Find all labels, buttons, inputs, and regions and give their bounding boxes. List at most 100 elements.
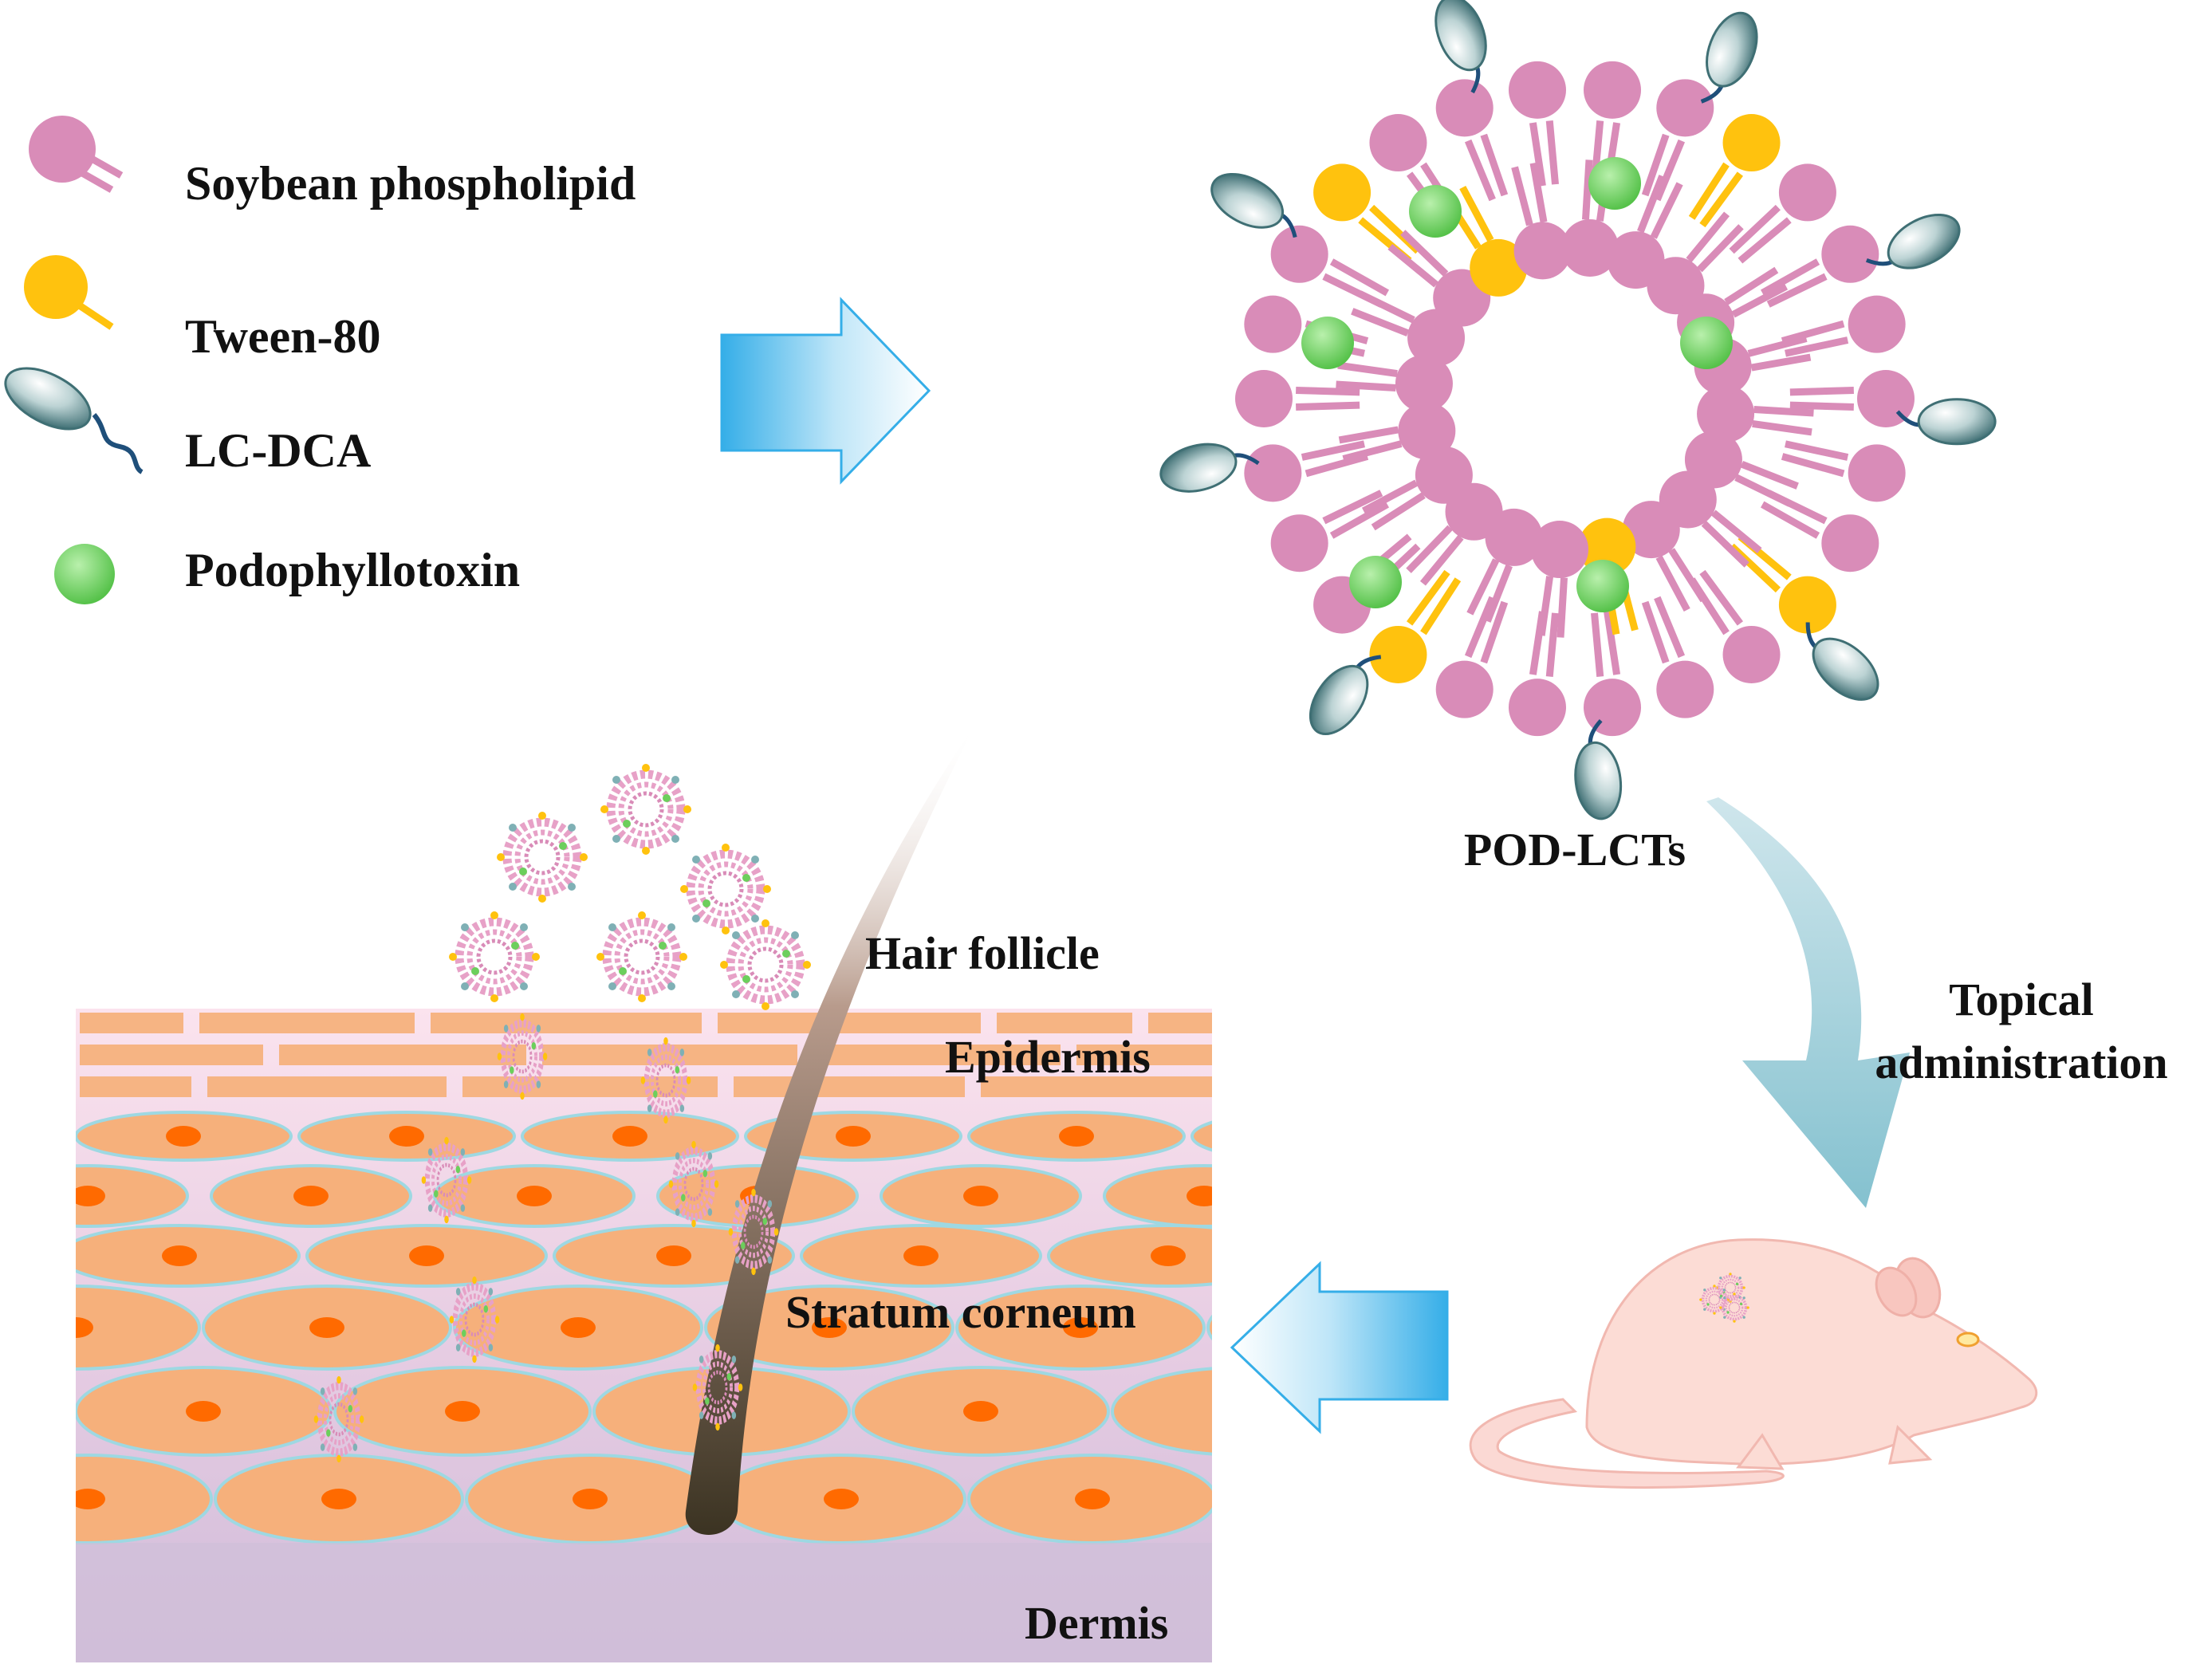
route-label-line1: Topical <box>1949 974 2094 1025</box>
phospholipid-head <box>1508 61 1566 119</box>
cell-nucleus <box>1222 1401 1257 1422</box>
lipid-tail <box>1400 230 1449 277</box>
lipid-tail <box>1329 258 1390 297</box>
lipid-tail <box>1329 501 1390 539</box>
tween-head <box>1313 163 1372 222</box>
phospholipid-head <box>1244 444 1302 502</box>
lipid-tail <box>1750 353 1812 372</box>
skin-cell <box>1206 1314 1212 1341</box>
lipid-tail <box>1752 419 1812 436</box>
stratum-corneum-layer <box>76 1111 1361 1544</box>
podophyllotoxin-molecule <box>1576 560 1629 612</box>
lipid-tail <box>1358 290 1415 324</box>
lipid-tail <box>1699 569 1743 626</box>
cell-nucleus <box>409 1245 444 1266</box>
epidermis-brick <box>981 1076 1212 1097</box>
mini-nanoparticle <box>720 919 811 1010</box>
epidermis-brick <box>997 1013 1132 1033</box>
skin-cell <box>1111 1367 1212 1456</box>
phospholipid-head <box>1270 225 1328 283</box>
cell-nucleus <box>517 1186 552 1206</box>
cell-nucleus <box>1326 1489 1361 1509</box>
lipid-tail <box>1406 525 1453 573</box>
cell-nucleus <box>1063 1317 1098 1338</box>
cell-nucleus <box>561 1317 596 1338</box>
lipid-tail <box>1407 569 1450 626</box>
cell-nucleus <box>612 1126 647 1147</box>
epidermis-brick <box>80 1076 191 1097</box>
phospholipid-head <box>1531 521 1589 579</box>
lipid-tail <box>1537 576 1554 636</box>
phospholipid-head <box>1584 679 1642 737</box>
phospholipid-head <box>1244 295 1302 353</box>
lipid-tail <box>1668 548 1707 603</box>
epidermis-brick <box>813 1045 1061 1065</box>
lc-dca-head <box>1309 664 1369 736</box>
legend-label-tween: Tween-80 <box>185 310 381 363</box>
cell-nucleus <box>162 1245 197 1266</box>
lc-dca-head <box>1159 443 1238 493</box>
lipid-tail <box>1697 224 1744 273</box>
cell-nucleus <box>166 1126 201 1147</box>
lipid-tail <box>1464 139 1496 202</box>
phospholipid-head <box>1697 384 1755 443</box>
skin-cell <box>76 1454 213 1544</box>
cell-nucleus <box>389 1126 424 1147</box>
podophyllotoxin-molecule <box>1301 317 1354 369</box>
phospholipid-head <box>1622 501 1680 559</box>
lipid-tail <box>1740 461 1799 490</box>
route-label-line2: administration <box>1875 1037 2167 1088</box>
epidermis-brick <box>207 1076 447 1097</box>
lipid-tail <box>1688 162 1730 220</box>
lipid-tail <box>1296 387 1360 396</box>
lc-dca-head <box>1917 398 1997 446</box>
lipid-tail <box>1654 139 1686 202</box>
hair-follicle-shape <box>685 722 977 1535</box>
phospholipid-head <box>1848 295 1906 353</box>
lipid-tail <box>1734 474 1792 507</box>
lc-dca-head <box>1887 213 1961 270</box>
phospholipid-head <box>1722 625 1781 683</box>
tween-head <box>1369 625 1427 683</box>
lipid-tail <box>1731 283 1789 318</box>
dermis-layer <box>76 1543 1212 1662</box>
phospholipid-head <box>1369 114 1427 172</box>
cell-nucleus <box>903 1245 939 1266</box>
phospholipid-head <box>1395 355 1453 413</box>
phospholipid-head <box>1235 370 1293 427</box>
epidermis-brick <box>1076 1045 1212 1065</box>
lipid-tail <box>1699 171 1743 228</box>
cell-nucleus <box>293 1186 329 1206</box>
legend-label-phospholipid: Soybean phospholipid <box>185 157 636 210</box>
phospholipid-icon <box>29 116 124 193</box>
lipid-tail <box>1464 596 1496 659</box>
lipid-tail <box>1747 335 1808 357</box>
epidermis-brick <box>199 1013 415 1033</box>
skin-cell <box>76 1164 189 1228</box>
epidermis-brick <box>734 1076 965 1097</box>
cell-nucleus <box>824 1489 859 1509</box>
epidermis-brick <box>431 1013 702 1033</box>
lipid-tail <box>1785 336 1849 357</box>
lipid-tail <box>1529 162 1548 223</box>
tween-head <box>1722 114 1781 172</box>
epidermis-brick <box>718 1013 981 1033</box>
lipid-tail <box>1371 492 1426 531</box>
podophyllotoxin-icon <box>54 544 115 604</box>
lipid-tail <box>1545 120 1559 185</box>
cell-nucleus <box>656 1245 691 1266</box>
lipid-tail <box>1738 217 1792 264</box>
podophyllotoxin-molecule <box>1349 556 1402 608</box>
lipid-tail <box>1337 361 1398 378</box>
tween-head <box>1578 517 1636 576</box>
phospholipid-head <box>1584 61 1642 119</box>
skin-cell <box>1190 1120 1212 1152</box>
phospholipid-head <box>1560 218 1619 277</box>
cell-nucleus <box>321 1489 356 1509</box>
epidermis-brick <box>1148 1013 1212 1033</box>
lipid-tail <box>1781 453 1845 478</box>
legend: Soybean phospholipid Tween-80 LC-DCA Pod… <box>4 116 636 604</box>
cell-nucleus <box>836 1126 871 1147</box>
legend-label-lc-dca: LC-DCA <box>185 424 371 477</box>
lipid-tail <box>1556 577 1568 638</box>
